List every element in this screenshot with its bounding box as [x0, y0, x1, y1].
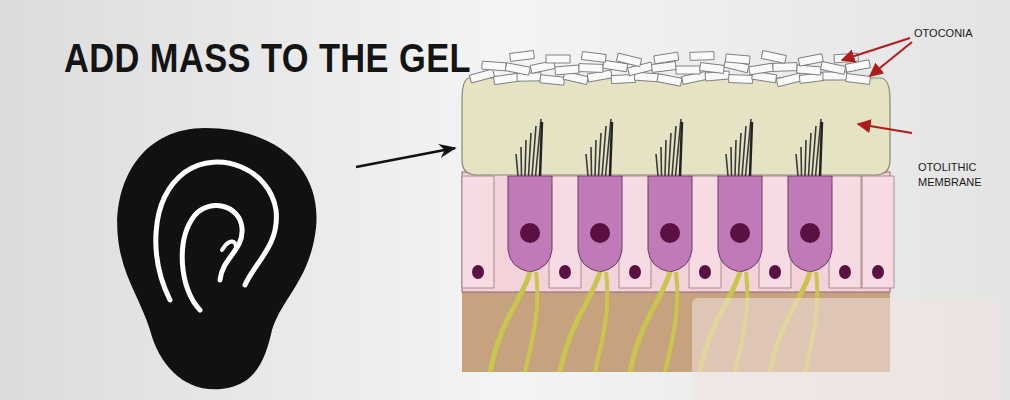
- part-label: OTOCONIA: [914, 26, 1004, 41]
- title: ADD MASS TO THE GEL: [64, 36, 471, 81]
- leader-arrow: [842, 38, 910, 60]
- hair-bundles: [516, 119, 822, 176]
- pointer-arrow: [356, 148, 455, 167]
- ear-icon: [117, 128, 316, 389]
- leader-arrow: [858, 124, 912, 133]
- overlay-panel: [692, 298, 998, 400]
- leader-arrow: [870, 42, 912, 76]
- part-label: OTOLITHIC MEMBRANE: [918, 160, 998, 190]
- otolithic-membrane: [462, 78, 890, 175]
- otoconia-crystals: [469, 51, 870, 87]
